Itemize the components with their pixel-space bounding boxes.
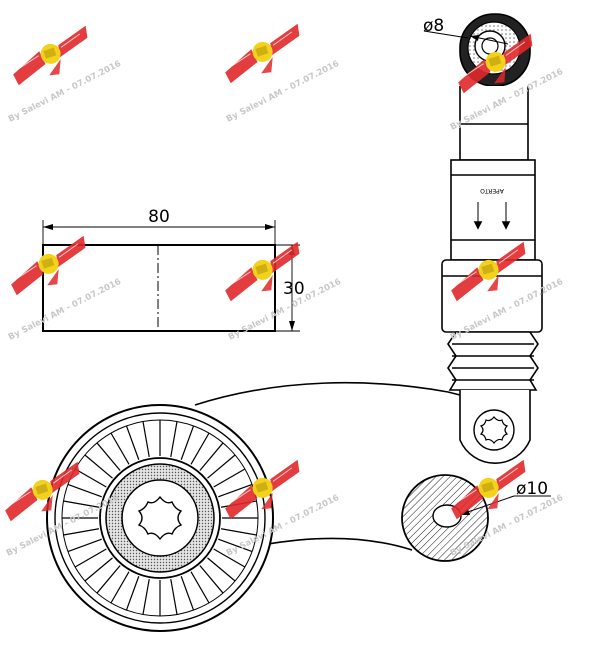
pulley-rib-line [74, 548, 107, 568]
pulley-rib-line [207, 454, 236, 479]
pulley-rib-line [213, 548, 246, 568]
idler-pulley [46, 404, 274, 632]
width-dimension-label: 80 [148, 207, 170, 227]
pulley-rib-line [199, 565, 224, 594]
top-bore-diameter-label: ø8 [423, 16, 444, 36]
pulley-rib-line [190, 571, 210, 604]
pulley-rib-line [63, 500, 100, 508]
pulley-rib-line [125, 425, 140, 460]
pulley-rib-line [199, 442, 224, 471]
pulley-rib-line [190, 432, 210, 465]
tensioner-unit [441, 13, 543, 464]
height-dimension-label: 30 [283, 279, 305, 299]
bottom-bore-diameter-label: ø10 [516, 479, 548, 499]
pulley-rib-line [67, 483, 102, 498]
pulley-rib-line [74, 468, 107, 488]
pulley-rib-line [213, 468, 246, 488]
pulley-rib-line [170, 421, 178, 458]
dimension-view [42, 220, 300, 332]
torx-socket-tensioner [479, 416, 509, 444]
pulley-rib-line [84, 557, 113, 582]
pulley-rib-line [180, 576, 195, 611]
pulley-rib-line [207, 557, 236, 582]
pulley-rib-line [125, 576, 140, 611]
pulley-rib-line [170, 578, 178, 615]
tensioner-marking: APERTO [480, 187, 504, 194]
pulley-rib-line [63, 528, 100, 536]
pulley-rib-line [96, 442, 121, 471]
pulley-rib-line [110, 432, 130, 465]
torx-socket-pulley [137, 495, 183, 541]
pulley-rib-line [218, 538, 253, 553]
pulley-rib-line [110, 571, 130, 604]
pulley-rib-line [180, 425, 195, 460]
pulley-rib-line [220, 528, 257, 536]
pulley-rib-line [142, 421, 150, 458]
pulley-rib-line [84, 454, 113, 479]
pulley-rib-line [96, 565, 121, 594]
pulley-rib-line [67, 538, 102, 553]
pulley-ribs [62, 420, 258, 616]
pulley-rib-line [218, 483, 253, 498]
tensioner-arm [194, 381, 461, 551]
watermark-logo [217, 23, 310, 87]
pulley-rib-line [142, 578, 150, 615]
